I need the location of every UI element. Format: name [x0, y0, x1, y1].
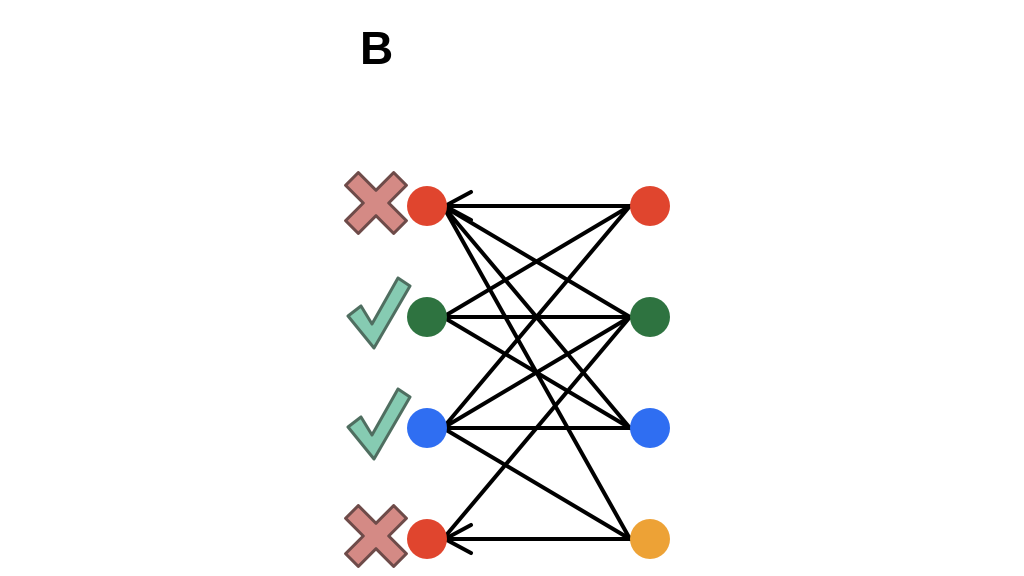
cross-icon — [344, 171, 408, 235]
edge-L3-R1 — [441, 315, 632, 541]
left-node-L2 — [407, 408, 447, 448]
edge-L2-R0 — [441, 204, 632, 430]
right-node-R3 — [630, 519, 670, 559]
cross-icon — [344, 504, 408, 568]
right-node-R2 — [630, 408, 670, 448]
edges-layer — [441, 190, 632, 555]
nodes-layer — [407, 186, 670, 559]
status-marks-layer — [344, 171, 412, 568]
check-icon — [346, 387, 412, 461]
edge-L2-R3 — [441, 426, 632, 541]
check-icon — [346, 276, 412, 350]
right-node-R0 — [630, 186, 670, 226]
left-node-L3 — [407, 519, 447, 559]
right-node-R1 — [630, 297, 670, 337]
panel-label: B — [360, 22, 394, 74]
edge-L2-R1 — [441, 315, 632, 430]
edge-L1-R0 — [441, 204, 632, 319]
left-node-L0 — [407, 186, 447, 226]
left-node-L1 — [407, 297, 447, 337]
